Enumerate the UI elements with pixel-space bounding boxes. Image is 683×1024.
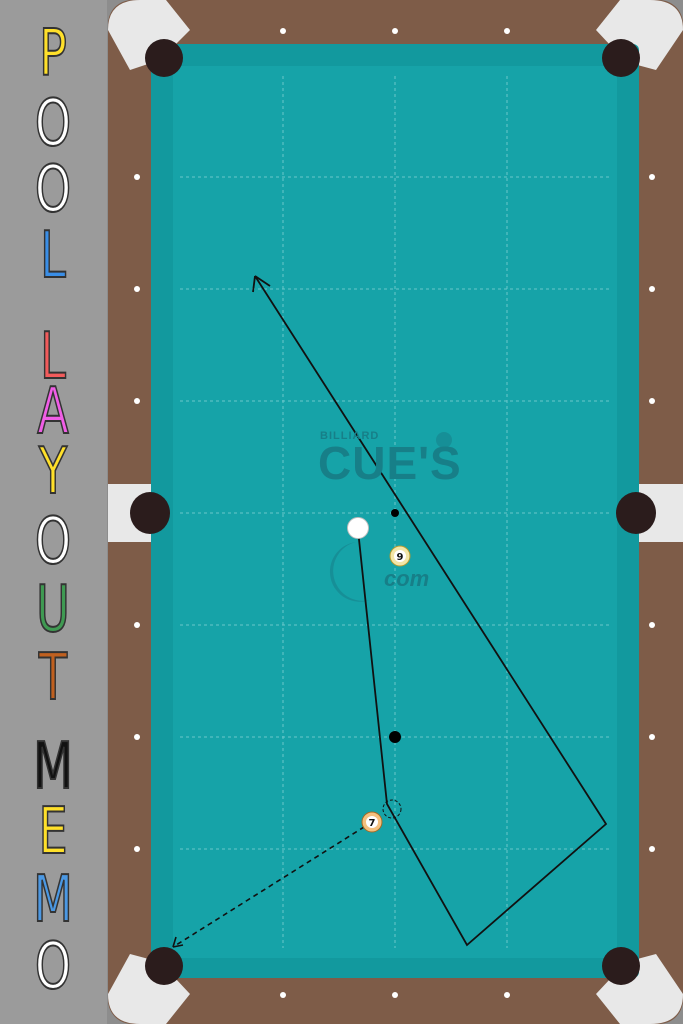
title-letter: M — [32, 863, 73, 937]
seven-ball-label: 7 — [369, 818, 376, 829]
object-ball-path — [172, 821, 373, 948]
title-letter: L — [39, 219, 66, 293]
title-letter: U — [35, 573, 70, 647]
title-letter: O — [34, 930, 72, 1004]
grid-lines — [180, 76, 610, 948]
logo-watermark-shape — [329, 432, 452, 602]
nine-ball-label: 9 — [397, 552, 404, 563]
title-letter: O — [34, 153, 72, 227]
foot-spot — [389, 731, 401, 743]
title-letter: T — [38, 641, 68, 715]
title-letter: P — [38, 17, 67, 91]
ghost-ball — [382, 799, 402, 819]
title-letter: A — [37, 375, 70, 449]
title-letter: O — [34, 505, 72, 579]
title-sidebar: P O O L L A Y O U T M E M O — [0, 0, 107, 1024]
title-letter: E — [38, 795, 69, 869]
title-letter: L — [39, 320, 66, 394]
title-letter: M — [32, 730, 73, 804]
nine-ball[interactable]: 9 — [389, 545, 411, 567]
title-letter: Y — [38, 435, 68, 509]
cue-ball[interactable] — [347, 517, 369, 539]
center-spot — [391, 509, 399, 517]
seven-ball[interactable]: 7 — [361, 811, 383, 833]
pockets — [130, 39, 656, 985]
object-ball-arrow — [172, 936, 184, 948]
cue-ball-path — [252, 275, 608, 947]
rail-diamonds — [134, 28, 655, 998]
title-letter: O — [34, 87, 72, 161]
